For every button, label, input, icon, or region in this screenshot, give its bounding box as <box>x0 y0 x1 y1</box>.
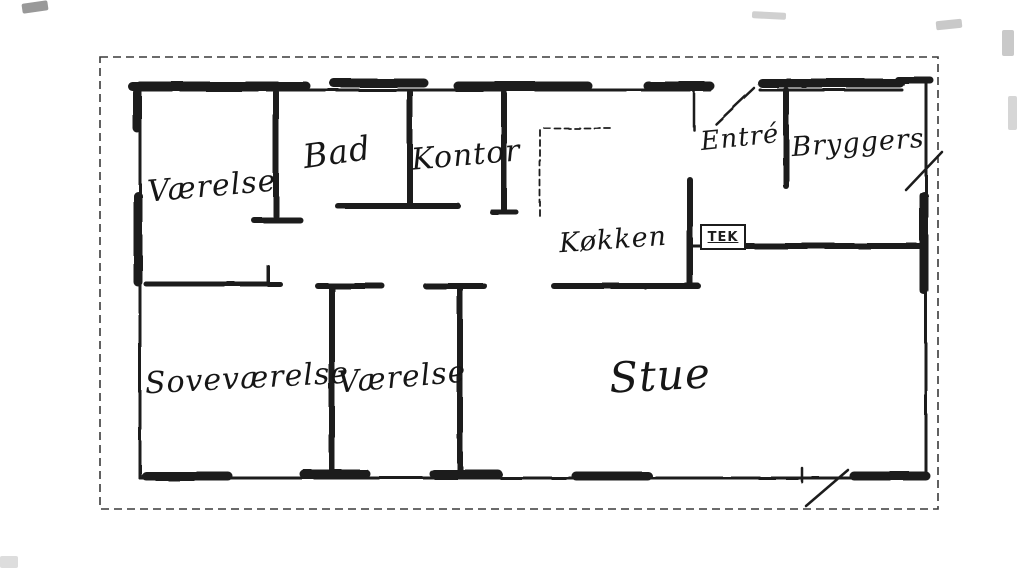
room-label-tek: TEK <box>700 224 746 250</box>
dashed-hidden-walls <box>539 127 613 221</box>
scan-artifact <box>1002 30 1014 56</box>
room-label-stue: Stue <box>607 348 712 403</box>
dashed-boundary <box>99 56 939 510</box>
room-label-bad: Bad <box>300 127 374 177</box>
scan-artifact <box>0 556 18 568</box>
door-annotation-lines <box>714 86 944 508</box>
interior-walls <box>143 87 925 475</box>
room-label-entre: Entré <box>699 118 781 158</box>
scan-artifact <box>1008 96 1017 130</box>
room-label-koekken: Køkken <box>558 220 668 260</box>
window-bars <box>127 76 934 481</box>
